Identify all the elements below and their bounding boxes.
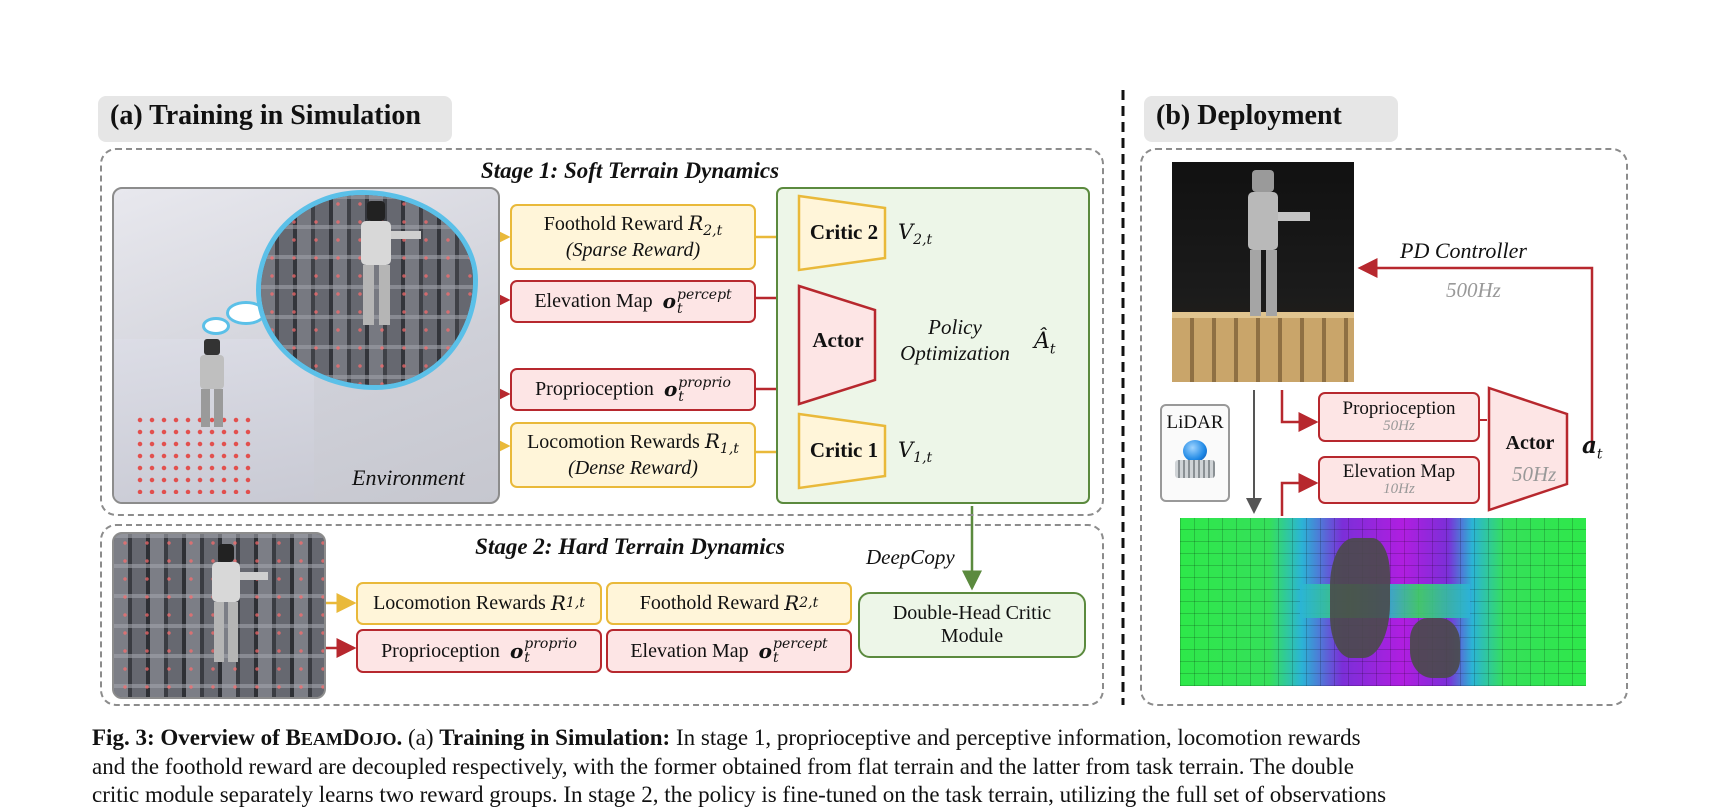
robot-figure-stage2 bbox=[206, 544, 268, 684]
action-label: at bbox=[1582, 432, 1603, 463]
deploy-elevation-map: Elevation Map 10Hz bbox=[1318, 456, 1480, 504]
critic2-shape bbox=[797, 194, 887, 272]
stage2-title: Stage 2: Hard Terrain Dynamics bbox=[475, 534, 785, 559]
stage1-frame bbox=[100, 148, 1104, 516]
real-robot-photo bbox=[1172, 162, 1354, 382]
stage1-proprioception: Proprioception o proprio t bbox=[510, 368, 756, 411]
critic2-label: Critic 2 bbox=[809, 220, 879, 244]
stage1-title: Stage 1: Soft Terrain Dynamics bbox=[480, 158, 780, 183]
stage1-foothold-reward: Foothold Reward R2,t (Sparse Reward) bbox=[510, 204, 756, 270]
deploy-actor-shape bbox=[1487, 386, 1569, 512]
environment-label: Environment bbox=[352, 465, 465, 490]
deploy-actor-rate: 50Hz bbox=[1512, 462, 1557, 486]
figure-caption: Fig. 3: Overview of BEAMDOJO. (a) Traini… bbox=[92, 724, 1632, 809]
stage2-elevation-map: Elevation Map o percept t bbox=[606, 629, 852, 673]
arrow-actor-pd bbox=[1357, 258, 1594, 450]
deepcopy-label: DeepCopy bbox=[866, 545, 955, 569]
v1-label: V1,t bbox=[898, 438, 933, 467]
robot-figure-large bbox=[353, 201, 421, 351]
caption-line-1: Fig. 3: Overview of BEAMDOJO. (a) Traini… bbox=[92, 725, 1361, 750]
policy-optimization-label: Policy Optimization bbox=[900, 315, 1010, 365]
stage2-proprioception: Proprioception o proprio t bbox=[356, 629, 602, 673]
stage2-terrain-image bbox=[112, 532, 326, 699]
caption-line-2: and the foothold reward are decoupled re… bbox=[92, 754, 1354, 779]
task-terrain-cloud bbox=[256, 190, 478, 390]
lidar-sensor-icon bbox=[1173, 439, 1217, 484]
panel-b-label: (b) Deployment bbox=[1144, 96, 1398, 142]
critic1-label: Critic 1 bbox=[809, 438, 879, 462]
lidar-box: LiDAR bbox=[1160, 404, 1230, 502]
stage2-frame bbox=[100, 524, 1104, 706]
arrow-robot-proprio bbox=[1280, 390, 1319, 432]
advantage-label: Ât bbox=[1034, 329, 1056, 358]
robot-figure-small bbox=[196, 339, 228, 429]
stage1-locomotion-rewards: Locomotion Rewards R1,t (Dense Reward) bbox=[510, 422, 756, 488]
v2-label: V2,t bbox=[898, 220, 933, 249]
stage1-elevation-map: Elevation Map o percept t bbox=[510, 280, 756, 323]
actor-shape bbox=[797, 284, 877, 406]
deploy-actor-label: Actor bbox=[1505, 432, 1555, 454]
double-head-critic-module: Double-Head Critic Module bbox=[858, 592, 1086, 658]
deploy-proprioception: Proprioception 50Hz bbox=[1318, 392, 1480, 442]
elevation-map-visualization bbox=[1180, 518, 1586, 686]
deployment-frame bbox=[1140, 148, 1628, 706]
critic1-shape bbox=[797, 412, 887, 490]
actor-label: Actor bbox=[812, 328, 864, 352]
panel-a-label: (a) Training in Simulation bbox=[98, 96, 452, 142]
caption-line-3: critic module separately learns two rewa… bbox=[92, 782, 1387, 807]
pd-rate-label: 500Hz bbox=[1446, 278, 1501, 302]
pd-controller-label: PD Controller bbox=[1400, 238, 1527, 263]
arrow-map-elevation bbox=[1280, 473, 1319, 516]
